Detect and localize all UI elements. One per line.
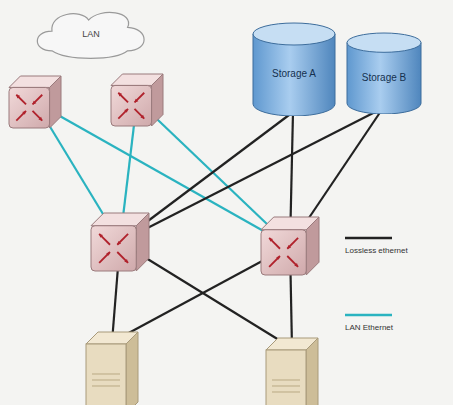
legend-line-sample [345,314,392,317]
lossless-ethernet-link [120,108,383,242]
cloud-label: LAN [82,29,100,39]
server-icon [86,332,138,405]
legend-label: LAN Ethernet [345,323,393,332]
switch-icon [111,74,163,126]
switch-icon [9,76,61,128]
storage-cylinder: Storage B [346,32,422,114]
legend-line-sample [345,237,392,240]
legend-label: Lossless ethernet [345,246,408,255]
storage-cylinder: Storage A [252,22,336,116]
network-cloud: LAN [30,6,152,62]
switch-icon [91,213,149,271]
server-icon [266,338,318,405]
storage-label: Storage A [272,68,316,80]
storage-label: Storage B [362,72,406,84]
switch-icon [261,217,319,275]
